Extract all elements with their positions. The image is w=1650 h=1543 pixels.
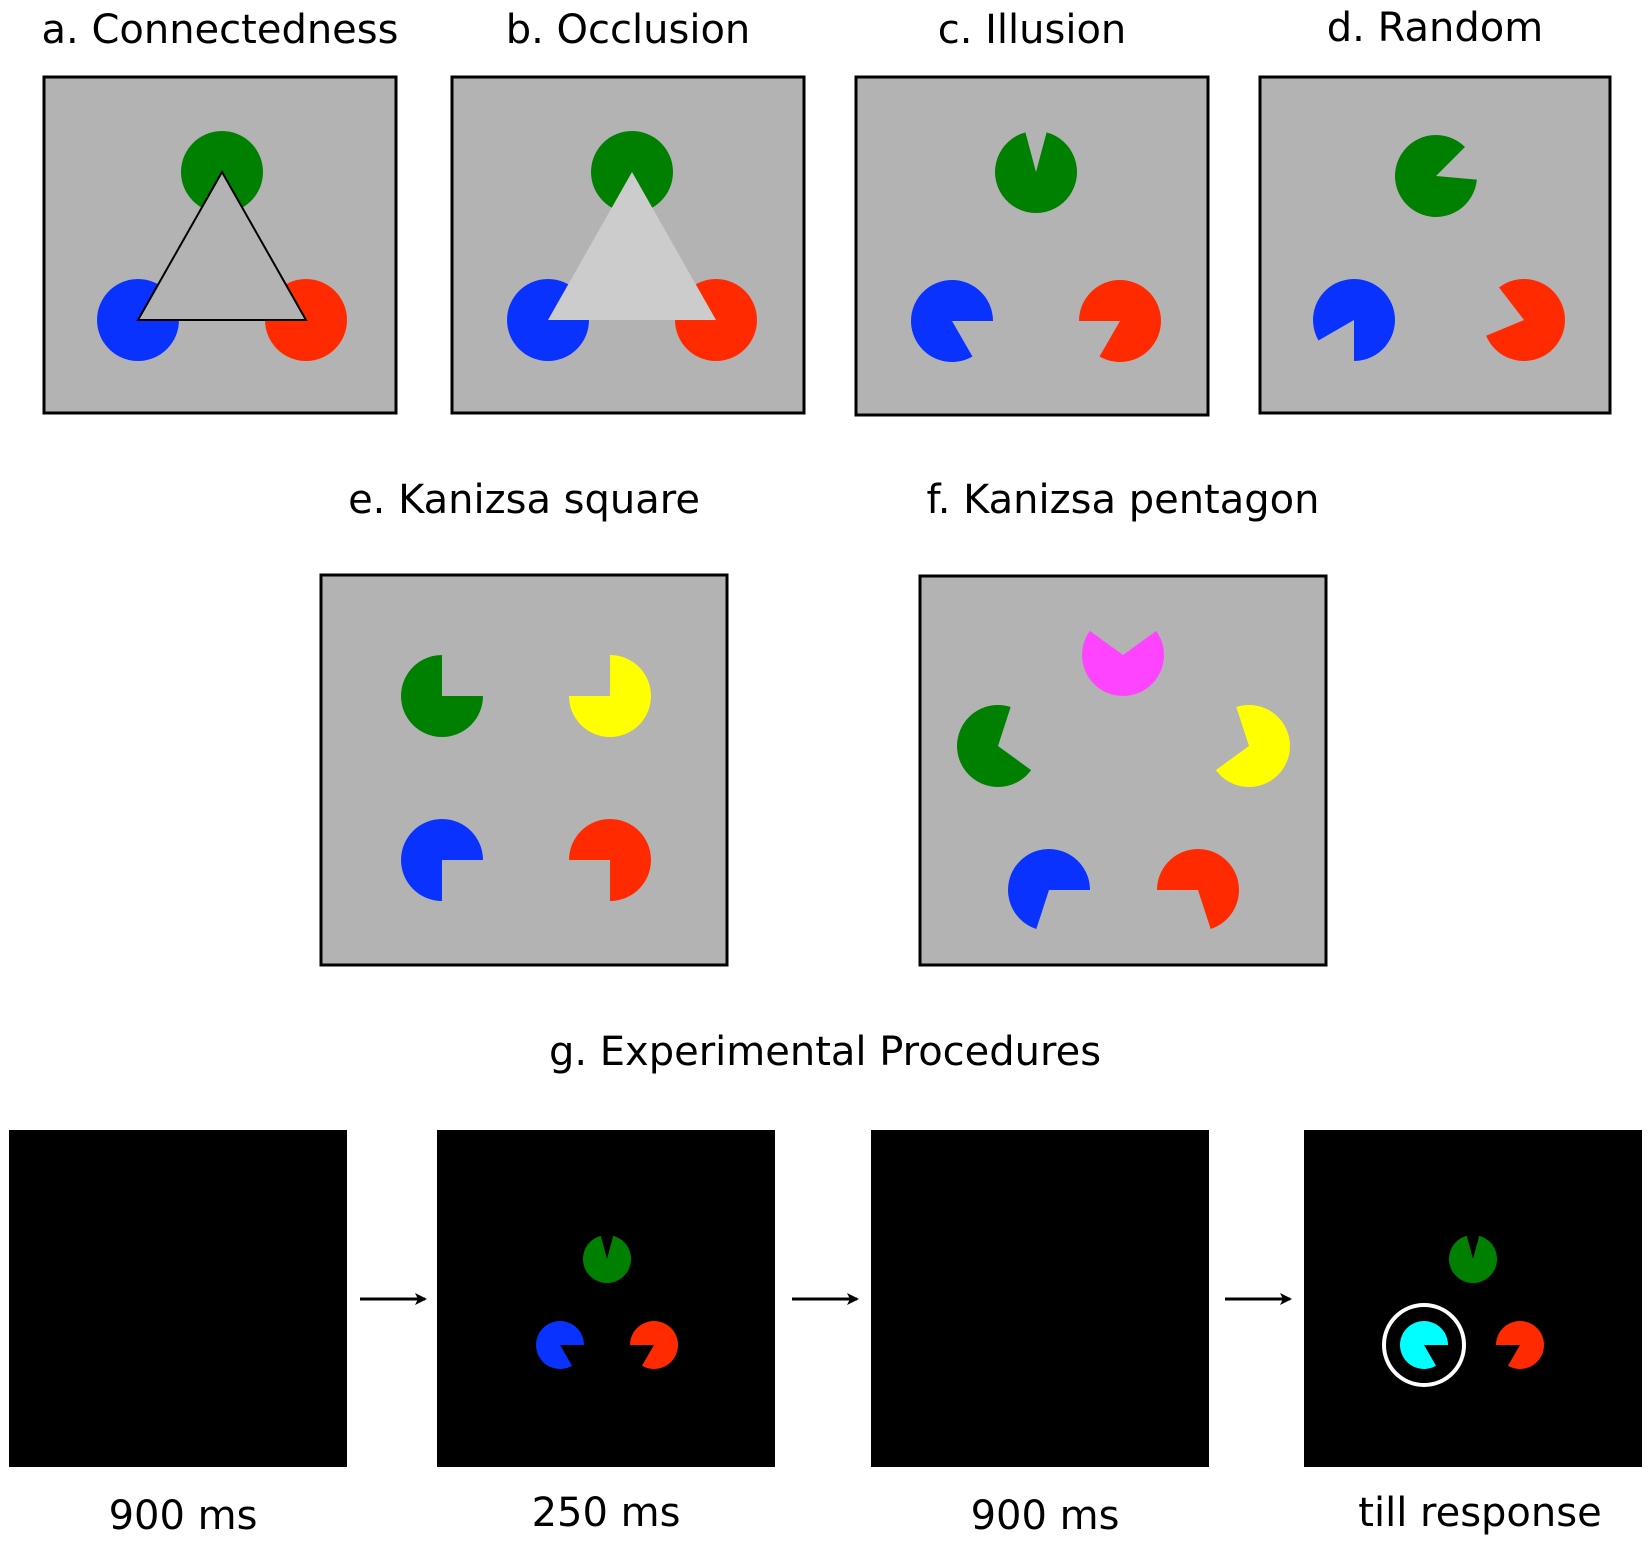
procedure-fixation-cross-3: +: [1027, 1282, 1052, 1317]
panel-f-pacman-yellow: [1215, 705, 1291, 788]
panel-f-pacman-red: [1157, 848, 1239, 929]
procedure-frame-3: [871, 1130, 1209, 1467]
panel-e-pacman-green: [401, 655, 483, 737]
panel-d-pacman-green: [1394, 134, 1477, 217]
panel-d-title: d. Random: [1326, 5, 1544, 51]
procedure-probe-pacman-red: [1496, 1320, 1545, 1369]
procedure-fixation-cross-1: +: [165, 1280, 190, 1315]
panel-a-outline-triangle: [136, 169, 308, 321]
procedure-stimulus-pacman-blue: [536, 1320, 584, 1369]
panel-c-pacman-red: [1079, 280, 1161, 363]
procedure-probe-highlight-ring: [1382, 1303, 1466, 1387]
panel-c-pacman-green: [994, 132, 1077, 214]
procedure-stimulus-pacman-red: [630, 1320, 678, 1369]
procedure-frame-1: [9, 1130, 347, 1467]
panel-d-frame: [1258, 75, 1612, 415]
panel-f-pacman-green: [956, 705, 1032, 788]
panel-b-title: b. Occlusion: [505, 7, 751, 53]
procedure-frame-4: [1304, 1130, 1642, 1467]
panel-a-title: a. Connectedness: [41, 7, 399, 53]
procedure-duration-1: 900 ms: [108, 1493, 258, 1539]
panel-e-title: e. Kanizsa square: [348, 477, 700, 523]
panel-c-pacman-blue: [911, 280, 993, 363]
procedure-duration-3: 900 ms: [970, 1493, 1120, 1539]
procedure-title: g. Experimental Procedures: [548, 1029, 1102, 1075]
procedure-stimulus-pacman-green: [583, 1235, 632, 1284]
procedure-probe-pacman-cyan: [1400, 1320, 1448, 1369]
panel-f-pacman-magenta: [1082, 630, 1164, 696]
panel-f-pacman-blue: [1007, 848, 1090, 929]
procedure-duration-4: till response: [1358, 1490, 1602, 1536]
panel-e-pacman-red: [569, 819, 651, 901]
panel-b-occluding-triangle: [548, 172, 716, 320]
panel-e-frame: [319, 573, 729, 967]
panel-d-pacman-red: [1486, 278, 1565, 361]
panel-c-title: c. Illusion: [937, 7, 1127, 53]
panel-e-pacman-blue: [401, 819, 483, 901]
panel-e-pacman-yellow: [569, 655, 651, 737]
procedure-frame-2: [437, 1130, 775, 1467]
panel-f-title: f. Kanizsa pentagon: [926, 477, 1320, 523]
procedure-probe-pacman-green: [1449, 1235, 1497, 1284]
panel-c-frame: [854, 75, 1210, 417]
panel-d-pacman-blue: [1312, 278, 1395, 361]
procedure-duration-2: 250 ms: [531, 1490, 681, 1536]
